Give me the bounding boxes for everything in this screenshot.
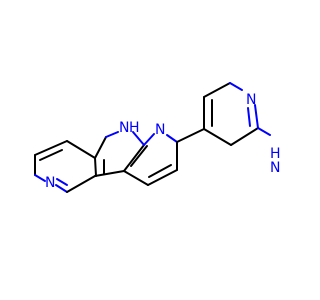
bond [123, 170, 149, 186]
bond-biaryl [176, 128, 205, 143]
bond [203, 82, 231, 98]
left-pyridine-ring [34, 140, 96, 193]
nh-ring-nitrogen: N [119, 120, 129, 136]
pyridine-nitrogen-right: N [246, 92, 256, 108]
bond-double [247, 107, 251, 127]
bond [230, 127, 259, 146]
bond [34, 140, 68, 156]
bond [94, 157, 97, 177]
bond [166, 134, 178, 143]
right-pyridine-ring [203, 82, 271, 146]
bond [203, 128, 232, 146]
amine-nitrogen: N [270, 160, 280, 176]
bond-double [130, 145, 148, 167]
bond [94, 136, 107, 159]
bond [254, 104, 259, 129]
middle-pyridine-ring [123, 133, 178, 186]
bond [123, 144, 145, 172]
bond [229, 82, 243, 91]
bond-double [148, 164, 172, 178]
pyridine-nitrogen-mid: N [155, 122, 165, 138]
bond [143, 133, 155, 146]
molecule-structure: N H N N N N H [34, 82, 281, 193]
pyrrole-ring [94, 131, 148, 177]
bond-double [56, 178, 68, 186]
bond [34, 174, 46, 182]
amine-hydrogen: H [270, 146, 281, 162]
bond-amine [257, 127, 271, 136]
bond [94, 170, 125, 177]
bond [66, 140, 96, 159]
bond-double [39, 149, 63, 161]
nh-ring-hydrogen: H [129, 120, 140, 136]
bond [105, 131, 119, 138]
bond [147, 169, 178, 186]
bond [66, 175, 96, 193]
bond [55, 184, 68, 193]
bond [132, 131, 145, 146]
pyridine-nitrogen-left: N [45, 175, 55, 191]
